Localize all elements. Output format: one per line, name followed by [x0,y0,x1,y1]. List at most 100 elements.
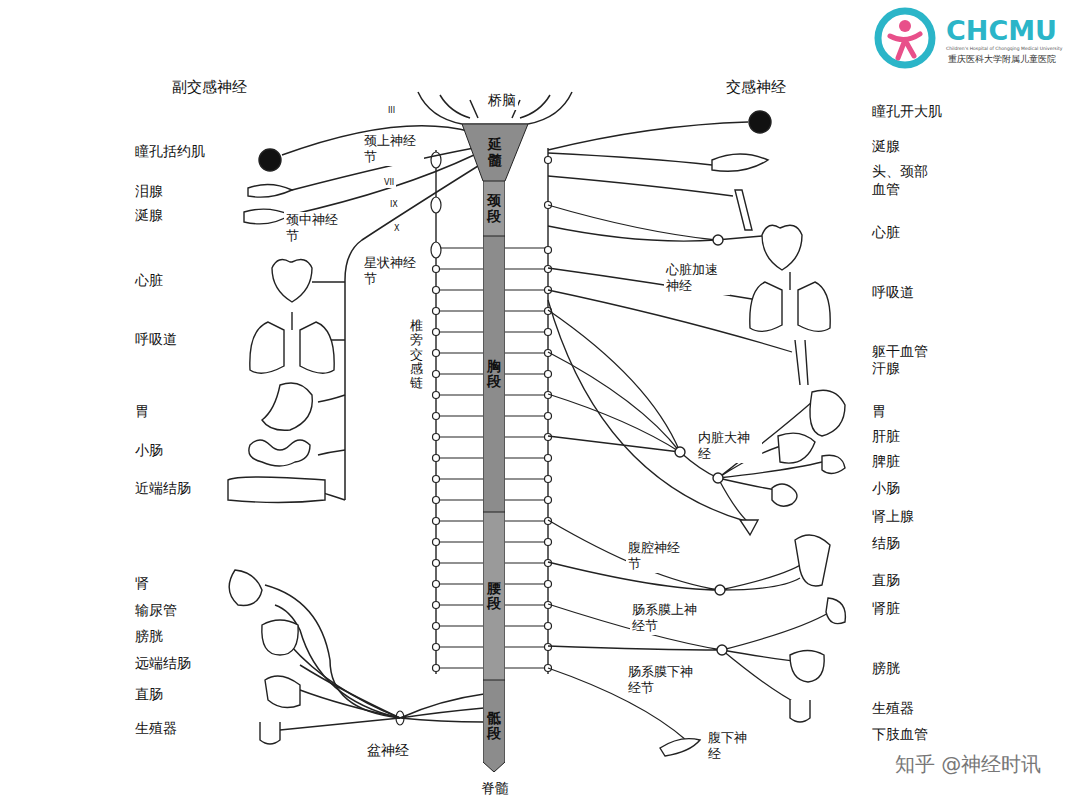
band-outline [483,680,505,772]
spinal-cord-label: 脊髓 [479,780,511,798]
logo-icon [878,11,932,65]
sympathetic-nerves-part [720,560,808,590]
spinal-nerve-rungs-part [433,308,440,315]
parasympathetic-organs-part [249,440,310,466]
parasympathetic-organs-part [262,383,312,430]
spinal-segment-band: 腰段 [483,512,505,680]
band-outline [483,236,505,512]
spinal-nerve-rungs-part [433,581,440,588]
ganglion-label: 腹腔神经节 [626,540,692,573]
spinal-nerve-rungs-part [545,644,552,651]
spinal-nerve-rungs-part [545,455,552,462]
sympathetic-organs-part [810,390,845,436]
spinal-nerve-rungs-part [433,602,440,609]
sympathetic-organs-part [772,484,797,506]
sympathetic-organs-part [822,455,845,473]
organ-label: 胃 [133,403,151,421]
organ-label: 小肠 [133,442,165,460]
spinal-nerve-rungs-part [436,520,483,521]
spinal-nerve-rungs-part [433,455,440,462]
spinal-nerve-rungs-part [436,415,483,416]
parasympathetic-organs-part [248,184,292,197]
organ-label: 结肠 [870,535,902,553]
organ-label: 远端结肠 [133,655,193,673]
organ-label: 脾脏 [870,453,902,471]
organ-label: 泪腺 [133,183,165,201]
segment-name: 腰段 [487,581,501,612]
cranial-nerve-number: III [386,106,397,116]
spinal-nerve-rungs-part [505,331,548,332]
sympathetic-nerves-part [548,153,712,165]
organ-label: 输尿管 [133,602,179,620]
spinal-nerve-rungs-part [436,310,483,311]
sympathetic-organs-part [795,535,830,586]
spinal-nerve-rungs-part [433,434,440,441]
parasympathetic-nerves-part [312,281,345,283]
ganglion-label: 颈中神经节 [284,212,344,245]
spinal-nerve-rungs-part [436,268,483,269]
segment-name: 胸段 [487,359,501,390]
sympathetic-organs-part [713,473,723,483]
organ-label: 小肠 [870,480,902,498]
parasympathetic-organs-part [250,312,334,373]
spinal-segment-band: 延髓 [462,124,528,181]
spinal-nerve-rungs-part [433,371,440,378]
sympathetic-organs-part [660,739,700,756]
organ-label: 肝脏 [870,428,902,446]
spinal-nerve-rungs-part [545,539,552,546]
spinal-nerve-rungs-part [436,373,483,374]
nerve-label: 心脏加速神经 [664,262,730,295]
section-heading: 交感神经 [724,78,788,97]
parasympathetic-organs-part [259,149,281,171]
organ-label: 涎腺 [870,138,902,156]
sympathetic-organs-part [826,598,845,624]
spinal-nerve-rungs-part [433,266,440,273]
sympathetic-organs-part [740,520,758,535]
spinal-nerve-rungs-part [505,268,548,269]
spinal-nerve-rungs-part [436,457,483,458]
organ-label: 膀胱 [133,628,165,646]
band-outline [483,512,505,680]
spinal-nerve-rungs-part [545,581,552,588]
spinal-nerve-rungs-part [433,539,440,546]
spinal-nerve-rungs-part [433,644,440,651]
spinal-nerve-rungs-part [436,604,483,605]
organ-label: 呼吸道 [870,284,916,302]
parasympathetic-nerves-part [400,694,484,722]
cranial-nerve-number: IX [388,200,400,210]
spinal-nerve-rungs-part [505,499,548,500]
spinal-nerve-rungs-part [436,436,483,437]
spinal-nerve-rungs-part [505,604,548,605]
parasympathetic-nerves-part [280,718,400,730]
spinal-nerve-rungs-part [436,478,483,479]
organ-label: 胃 [870,403,888,421]
sympathetic-organs-part [713,235,723,245]
sympathetic-organs-part [675,447,685,457]
organ-label: 肾脏 [870,600,902,618]
spinal-nerve-rungs-part [545,247,552,254]
spinal-nerve-rungs-part [436,625,483,626]
organ-label: 肾上腺 [870,508,916,526]
spinal-nerve-rungs-part [505,625,548,626]
parasympathetic-nerves-part [345,166,478,500]
spinal-nerve-rungs-part [433,665,440,672]
spinal-nerve-rungs [396,152,552,725]
organ-label: 头、颈部血管 [870,163,936,198]
logo-icon-part [899,20,911,32]
sympathetic-organs-part [790,700,810,722]
spinal-segment-band: 胸段 [483,236,505,512]
spinal-nerve-rungs-part [433,560,440,567]
spinal-nerve-rungs-part [433,350,440,357]
logo-icon-part [878,11,932,65]
spinal-nerve-rungs-part [431,197,441,213]
section-heading: 副交感神经 [170,78,249,97]
brain-outline [418,92,572,124]
spinal-nerve-rungs-part [433,497,440,504]
chain-label: 椎旁交感链 [410,318,423,391]
segment-name: 延髓 [488,137,502,168]
spinal-nerve-rungs-part [431,242,441,258]
band-outline [483,181,505,236]
spinal-nerve-rungs-part [505,247,548,248]
parasympathetic-organs-part [265,676,300,708]
